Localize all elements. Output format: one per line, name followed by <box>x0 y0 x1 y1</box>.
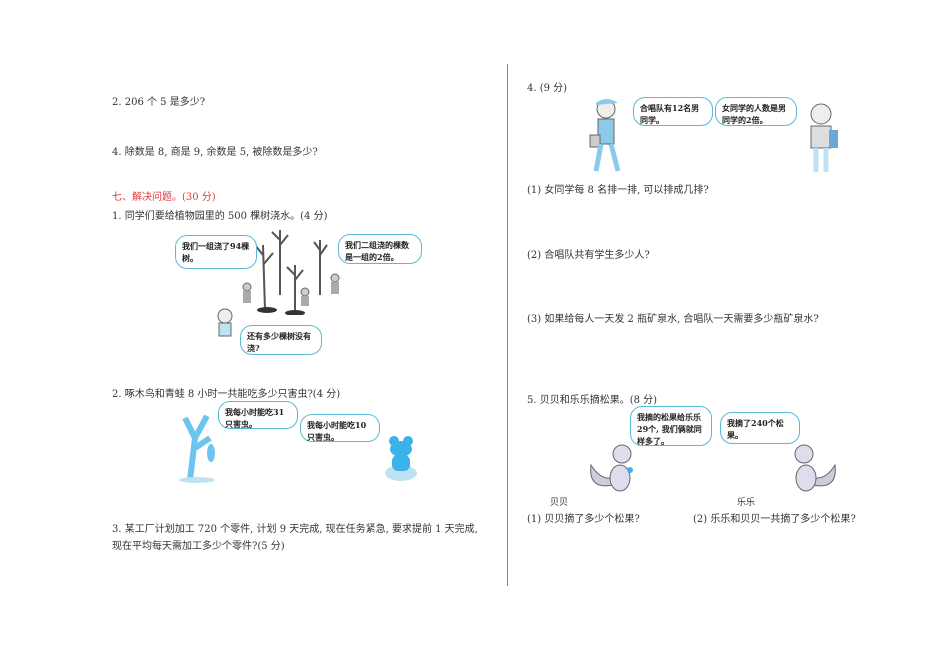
name-beibei: 贝贝 <box>550 498 569 508</box>
tree-planting-illustration <box>242 230 340 315</box>
problem-3-line1: 3. 某工厂计划加工 720 个零件, 计划 9 天完成, 现在任务紧急, 要求… <box>112 524 478 535</box>
problem-4: 4. (9 分) <box>527 83 568 94</box>
speech-bubble-boys: 合唱队有12名男同学。 <box>633 97 713 126</box>
problem-5-sub2: (2) 乐乐和贝贝一共摘了多少个松果? <box>693 514 856 525</box>
section-heading: 七、解决问题。(30 分) <box>112 192 216 203</box>
problem-3-line2: 现在平均每天需加工多少个零件?(5 分) <box>112 541 285 552</box>
squirrel-beibei-icon <box>590 444 633 492</box>
woodpecker-tree-icon <box>179 414 215 483</box>
frog-icon <box>385 436 417 481</box>
boy-icon <box>589 99 621 172</box>
girl-student-icon <box>810 103 838 172</box>
problem-2: 2. 啄木鸟和青蛙 8 小时一共能吃多少只害虫?(4 分) <box>112 389 341 400</box>
problem-4-sub3: (3) 如果给每人一天发 2 瓶矿泉水, 合唱队一天需要多少瓶矿泉水? <box>527 314 819 325</box>
question-4: 4. 除数是 8, 商是 9, 余数是 5, 被除数是多少? <box>112 147 318 158</box>
problem-1: 1. 同学们要给植物园里的 500 棵树浇水。(4 分) <box>112 211 328 222</box>
girl-icon <box>217 308 233 337</box>
problem-4-sub1: (1) 女同学每 8 名排一排, 可以排成几排? <box>527 185 709 196</box>
speech-bubble-group1: 我们一组浇了94棵树。 <box>175 235 257 269</box>
squirrel-lele-icon <box>794 444 836 492</box>
speech-bubble-lele: 我摘了240个松果。 <box>720 412 800 444</box>
speech-bubble-beibei: 我摘的松果给乐乐29个, 我们俩就同样多了。 <box>630 406 712 446</box>
speech-bubble-question: 还有多少棵树没有浇? <box>240 325 322 355</box>
speech-bubble-frog: 我每小时能吃10只害虫。 <box>300 414 380 442</box>
speech-bubble-group2: 我们二组浇的棵数是一组的2倍。 <box>338 234 422 264</box>
speech-bubble-woodpecker: 我每小时能吃31只害虫。 <box>218 401 298 429</box>
column-divider <box>507 64 508 586</box>
speech-bubble-girls: 女同学的人数是男同学的2倍。 <box>715 97 797 126</box>
problem-5-sub1: (1) 贝贝摘了多少个松果? <box>527 514 640 525</box>
name-lele: 乐乐 <box>737 498 756 508</box>
problem-4-sub2: (2) 合唱队共有学生多少人? <box>527 250 650 261</box>
question-2: 2. 206 个 5 是多少? <box>112 97 206 108</box>
problem-5: 5. 贝贝和乐乐摘松果。(8 分) <box>527 395 658 406</box>
